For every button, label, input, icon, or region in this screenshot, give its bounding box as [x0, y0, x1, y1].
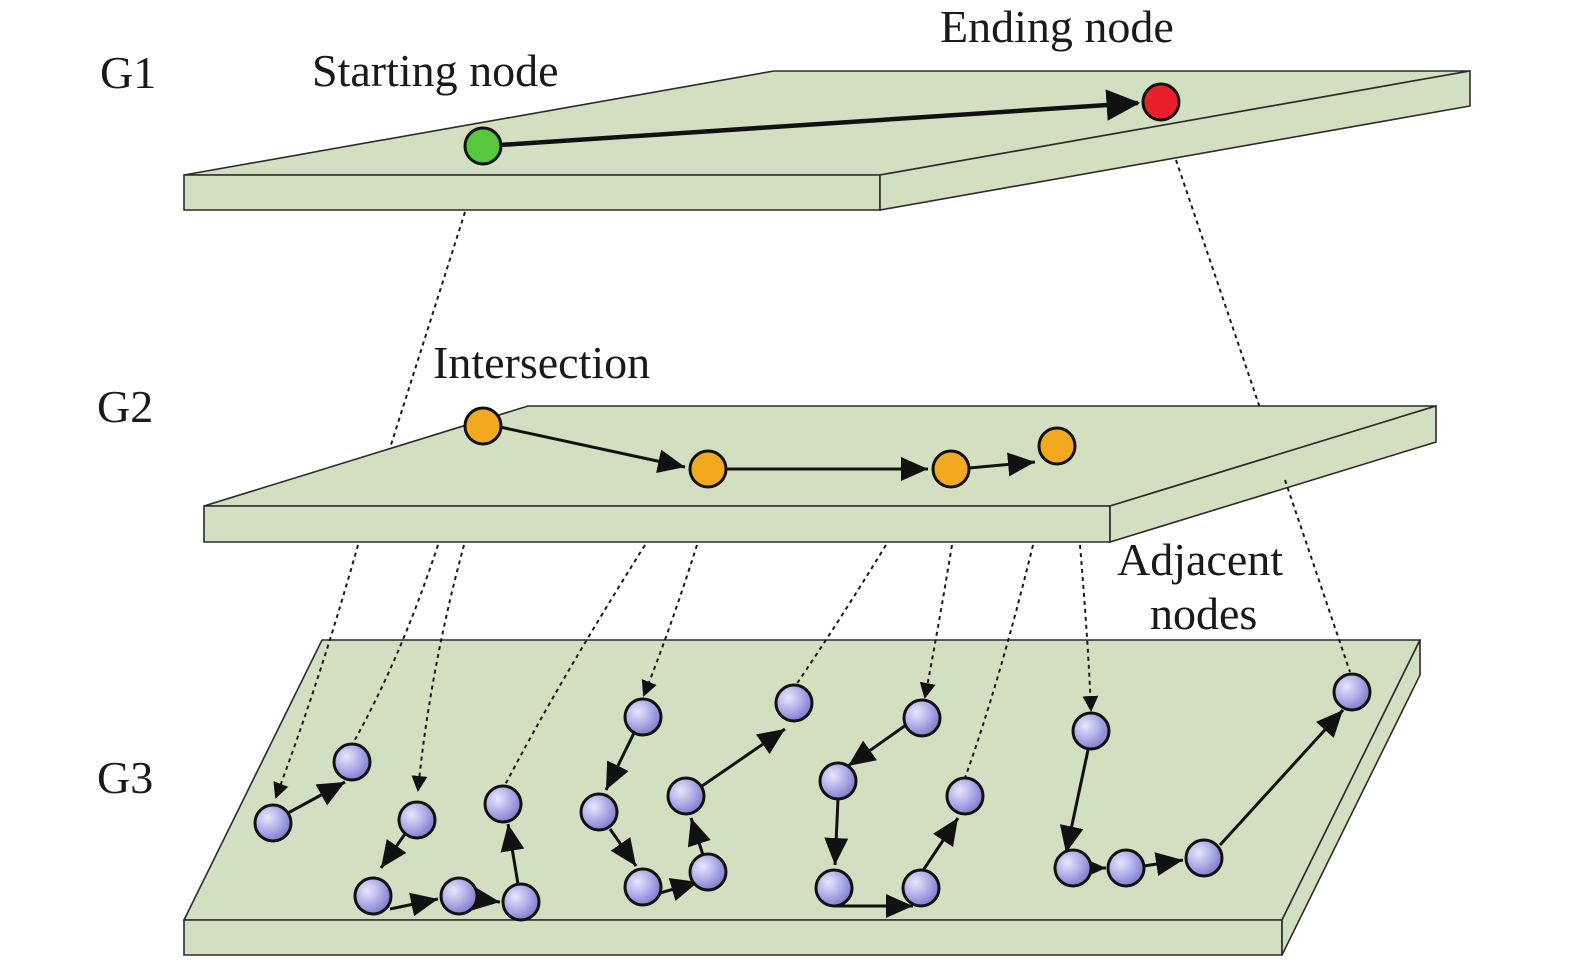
g2-edge-3 [968, 452, 1036, 477]
adjacent-node-icon [623, 697, 663, 737]
g2-path [463, 406, 1077, 489]
adjacent-node-icon [945, 776, 985, 816]
projection-g1-end-to-g2 [1175, 159, 1261, 409]
g3-edges [287, 708, 1345, 918]
g3-edge [500, 823, 525, 885]
adjacent-nodes-label-line2: nodes [1150, 588, 1257, 639]
intersection-label: Intersection [433, 337, 650, 388]
adjacent-node-icon [666, 776, 706, 816]
adjacent-node-icon [1106, 848, 1146, 888]
g3-edge [604, 732, 636, 791]
layer-g2-front [203, 505, 1111, 543]
projection-lines [273, 159, 1351, 799]
adjacent-node-icon [902, 698, 942, 738]
g3-nodes [253, 672, 1372, 922]
adjacent-node-icon [1053, 848, 1093, 888]
adjacent-node-icon [579, 792, 619, 832]
projection-g2-to-g3-9 [1079, 544, 1099, 712]
projection-g2-to-g3-10 [1284, 479, 1351, 673]
layer-g1-side [879, 70, 1471, 211]
layer-label-g2: G2 [97, 381, 153, 432]
layer-label-g1: G1 [100, 47, 156, 98]
adjacent-node-icon [1071, 711, 1111, 751]
adjacent-node-icon [688, 852, 728, 892]
g3-edge [1143, 852, 1184, 876]
g1-path [463, 82, 1181, 166]
intersection-node-icon [688, 449, 728, 489]
adjacent-node-icon [397, 800, 437, 840]
projection-g1-start-to-g2 [389, 211, 466, 449]
adjacent-node-icon [818, 761, 858, 801]
intersection-node-icon [931, 449, 971, 489]
adjacent-node-icon [439, 876, 479, 916]
layer-g1-front [183, 174, 881, 211]
adjacent-node-icon [501, 882, 541, 922]
starting-node-icon [463, 126, 503, 166]
g3-edge [847, 723, 907, 768]
g3-edge [287, 780, 346, 815]
adjacent-node-icon [623, 867, 663, 907]
projection-g2-to-g3-1 [273, 544, 359, 799]
g3-edge [389, 892, 439, 917]
projection-g2-to-g3-7 [919, 544, 953, 699]
adjacent-node-icon [774, 683, 814, 723]
adjacent-node-icon [353, 876, 393, 916]
adjacent-node-icon [1184, 838, 1224, 878]
layer-label-g3: G3 [97, 752, 153, 803]
g3-edge [1059, 749, 1090, 854]
adjacent-node-icon [1332, 672, 1372, 712]
adjacent-node-icon [253, 803, 293, 843]
intersection-node-icon [1037, 426, 1077, 466]
layer-g3 [182, 639, 1422, 956]
g3-edge [687, 817, 711, 856]
g3-edge [659, 877, 699, 902]
projection-g2-to-g3-3 [411, 544, 465, 792]
layer-g2 [203, 404, 1437, 544]
layer-g2-side [1109, 404, 1437, 544]
g3-edge [379, 833, 407, 869]
g2-edge-1 [499, 425, 686, 474]
ending-node-icon [1141, 82, 1181, 122]
layer-g3-front [183, 919, 1283, 956]
g3-edge [920, 817, 960, 873]
adjacent-node-icon [483, 784, 523, 824]
g3-edge [701, 727, 786, 788]
adjacent-node-icon [332, 742, 372, 782]
projection-g2-to-g3-5 [641, 544, 698, 697]
layer-g3-side [1281, 639, 1421, 956]
intersection-node-icon [463, 406, 503, 446]
starting-node-label: Starting node [312, 45, 559, 96]
adjacent-node-icon [814, 868, 854, 908]
adjacent-nodes-label-line1: Adjacent [1117, 534, 1283, 585]
ending-node-label: Ending node [940, 1, 1174, 52]
projection-g2-to-g3-2 [351, 544, 439, 746]
g1-edge-start-to-end [499, 89, 1141, 148]
adjacent-node-icon [901, 868, 941, 908]
g3-edge [1218, 708, 1345, 847]
projection-g2-to-g3-8 [964, 544, 1034, 779]
g3-edge [471, 886, 501, 911]
g3-edge [824, 798, 849, 866]
g3-edge [608, 828, 638, 867]
